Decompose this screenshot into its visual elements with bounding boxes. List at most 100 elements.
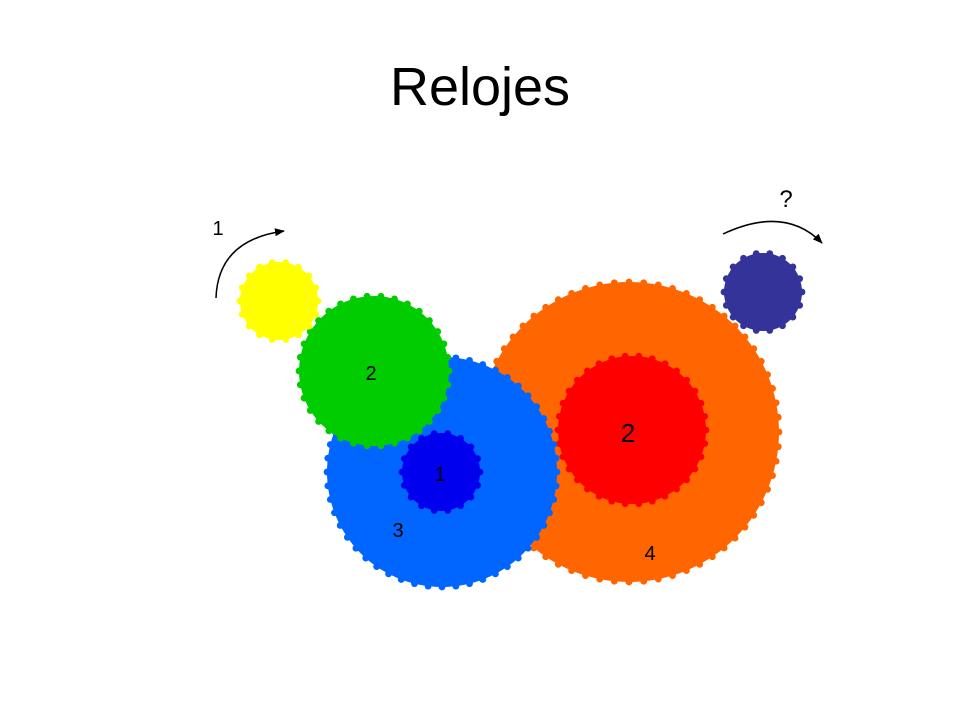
- input-rotation-arrow: [215, 228, 285, 299]
- gear-tooth: [492, 570, 499, 578]
- gear-tooth: [555, 440, 563, 447]
- gear-tooth: [722, 301, 730, 309]
- gear-tooth: [722, 275, 730, 283]
- gear-tooth: [625, 578, 633, 586]
- gear-tooth: [796, 301, 804, 309]
- gear-tooth: [493, 357, 501, 365]
- gear-tooth: [238, 284, 246, 292]
- gear-tooth: [466, 580, 473, 588]
- gear-tooth: [708, 553, 716, 561]
- yellow-gear: [236, 259, 322, 343]
- gear-tooth: [530, 544, 538, 552]
- gear-tooth: [582, 285, 589, 292]
- gear-tooth: [426, 317, 433, 324]
- gear-tooth: [565, 387, 573, 395]
- gear-tooth: [540, 415, 548, 422]
- gear-tooth: [296, 353, 304, 361]
- gear-tooth: [440, 394, 448, 402]
- gear-tooth: [444, 430, 452, 437]
- gear-tooth: [596, 281, 604, 289]
- gear-tooth: [565, 465, 573, 473]
- gear-tooth: [740, 322, 747, 330]
- gear-tooth: [731, 534, 739, 542]
- gear-tooth: [305, 322, 313, 330]
- gear-tooth: [764, 371, 771, 378]
- gear-tooth: [524, 544, 532, 552]
- gear-tooth: [621, 500, 629, 508]
- gear-tooth: [474, 455, 482, 463]
- gear-tooth: [546, 427, 553, 435]
- gear-tooth: [325, 427, 333, 435]
- gear-tooth: [404, 300, 411, 308]
- gear-tooth: [444, 353, 452, 361]
- gear-tooth: [573, 376, 581, 384]
- gear-tooth: [245, 272, 253, 280]
- gear-tooth: [268, 259, 276, 266]
- green-gear-label: 2: [365, 363, 376, 385]
- gear-tooth: [400, 481, 408, 489]
- gear-tooth: [720, 312, 728, 320]
- gear-tooth: [418, 434, 425, 442]
- gear-tooth: [331, 509, 338, 517]
- gear-tooth: [300, 394, 308, 402]
- gear-tooth: [533, 403, 541, 411]
- gear-tooth: [798, 288, 806, 296]
- gear-tooth: [553, 468, 561, 476]
- gear-tooth: [683, 376, 691, 384]
- gear-tooth: [595, 492, 603, 500]
- gear-body: [402, 433, 480, 511]
- slide-title: Relojes: [389, 57, 571, 117]
- gear-tooth: [769, 472, 776, 479]
- gear-tooth: [654, 281, 662, 289]
- gear-tooth: [740, 254, 747, 262]
- gear-tooth: [524, 392, 532, 400]
- gear-tooth: [669, 572, 676, 579]
- gear-tooth: [757, 499, 765, 507]
- gear-tooth: [640, 577, 648, 585]
- gear-tooth: [438, 583, 446, 591]
- gear-tooth: [314, 297, 322, 305]
- gear-tooth: [282, 259, 290, 266]
- gear-tooth: [582, 572, 589, 579]
- gear-tooth: [426, 418, 433, 425]
- gear-tooth: [673, 367, 680, 375]
- gear-tooth: [640, 279, 648, 287]
- gear-tooth: [440, 340, 448, 348]
- gear-tooth: [503, 563, 511, 571]
- gear-tooth: [661, 360, 669, 368]
- gear-body: [299, 296, 449, 446]
- gear-tooth: [648, 355, 656, 363]
- gear-tooth: [789, 263, 797, 271]
- gear-tooth: [554, 560, 562, 568]
- gear-tooth: [509, 333, 517, 341]
- gear-tooth: [430, 507, 438, 514]
- gear-tooth: [430, 430, 438, 437]
- gear-tooth: [552, 454, 560, 462]
- gear-tooth: [325, 307, 333, 315]
- gear-tooth: [363, 442, 371, 450]
- gear-tooth: [445, 367, 453, 375]
- gear-tooth: [554, 296, 562, 304]
- gear-tooth: [789, 313, 797, 321]
- gear-tooth: [608, 497, 616, 505]
- gear-tooth: [407, 443, 415, 451]
- gear-tooth: [337, 300, 344, 308]
- gear-tooth: [295, 331, 302, 339]
- gear-tooth: [691, 387, 699, 395]
- red-gear: [554, 352, 710, 508]
- gear-tooth: [796, 275, 804, 283]
- output-rotation-arrow: [722, 220, 823, 244]
- gear-tooth: [479, 361, 487, 368]
- gear-tooth: [424, 582, 432, 590]
- gear-body: [240, 262, 318, 340]
- gear-tooth: [296, 381, 304, 389]
- gear-tooth: [377, 442, 385, 450]
- gear-tooth: [568, 567, 575, 574]
- orange-gear-label: 4: [644, 543, 655, 565]
- gear-tooth: [542, 553, 550, 561]
- gear-tooth: [772, 457, 780, 465]
- gear-tooth: [312, 310, 320, 318]
- gear-tooth: [350, 439, 357, 447]
- gear-tooth: [444, 507, 452, 514]
